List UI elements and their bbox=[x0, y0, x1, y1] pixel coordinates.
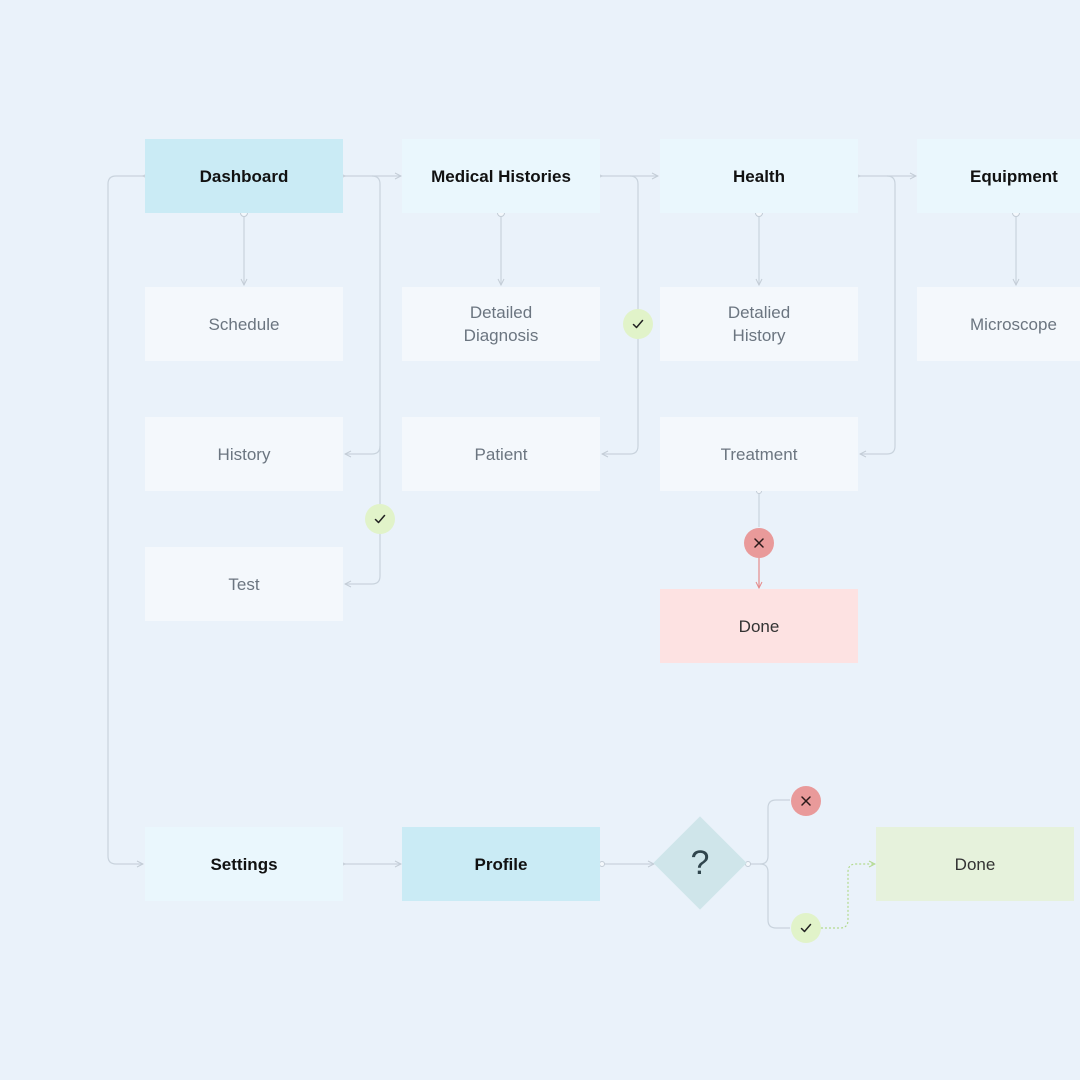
check-badge-medical bbox=[623, 309, 653, 339]
link-decision-branch-down bbox=[759, 863, 790, 929]
check-icon bbox=[632, 319, 644, 329]
detailed-diagnosis-node[interactable]: Detailed Diagnosis bbox=[402, 287, 600, 361]
close-icon bbox=[754, 538, 764, 548]
close-icon bbox=[801, 796, 811, 806]
profile-node[interactable]: Profile bbox=[402, 827, 600, 901]
link-health-treatment bbox=[860, 175, 896, 454]
medical-histories-node[interactable]: Medical Histories bbox=[402, 139, 600, 213]
check-icon bbox=[800, 923, 812, 933]
treatment-node[interactable]: Treatment bbox=[660, 417, 858, 491]
equipment-node[interactable]: Equipment bbox=[917, 139, 1080, 213]
schedule-node[interactable]: Schedule bbox=[145, 287, 343, 361]
detailed-history-node[interactable]: Detalied History bbox=[660, 287, 858, 361]
link-success-done bbox=[821, 864, 875, 929]
test-node[interactable]: Test bbox=[145, 547, 343, 621]
link-dashboard-settings bbox=[107, 176, 143, 864]
link-decision-branch-up bbox=[746, 799, 790, 865]
dashboard-node[interactable]: Dashboard bbox=[145, 139, 343, 213]
link-medical-patient bbox=[602, 175, 639, 454]
health-node[interactable]: Health bbox=[660, 139, 858, 213]
patient-node[interactable]: Patient bbox=[402, 417, 600, 491]
check-badge-decision bbox=[791, 913, 821, 943]
done-success-node[interactable]: Done bbox=[876, 827, 1074, 901]
port-profile bbox=[599, 861, 605, 867]
fail-badge-decision bbox=[791, 786, 821, 816]
fail-badge-treatment bbox=[744, 528, 774, 558]
link-dashboard-test bbox=[345, 446, 381, 584]
question-mark: ? bbox=[690, 843, 710, 882]
check-icon bbox=[374, 514, 386, 524]
history-node[interactable]: History bbox=[145, 417, 343, 491]
done-failure-node[interactable]: Done bbox=[660, 589, 858, 663]
link-dashboard-history bbox=[345, 175, 381, 454]
microscope-node[interactable]: Microscope bbox=[917, 287, 1080, 361]
settings-node[interactable]: Settings bbox=[145, 827, 343, 901]
check-badge-dashboard bbox=[365, 504, 395, 534]
